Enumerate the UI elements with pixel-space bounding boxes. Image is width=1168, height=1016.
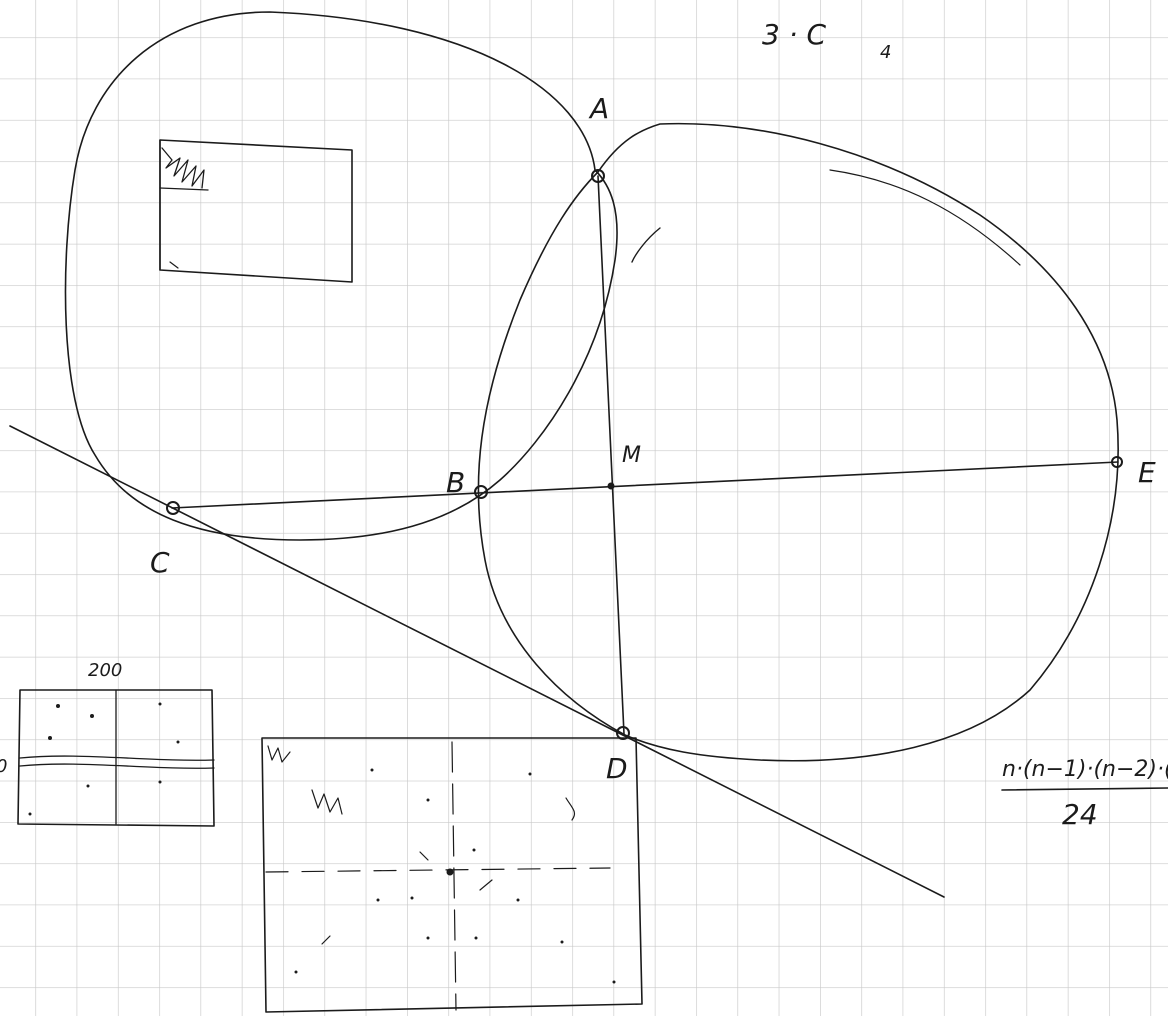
label-a: A <box>588 92 609 125</box>
label-b: B <box>446 466 465 499</box>
line-ce <box>171 461 1119 509</box>
formula: n·(n−1)·(n−2)·(n 24 <box>1001 757 1168 831</box>
line-ad <box>597 175 625 735</box>
header-text: 3 · C <box>762 18 827 51</box>
circle-left <box>64 11 618 541</box>
formula-numerator: n·(n−1)·(n−2)·(n <box>1002 757 1168 782</box>
header-subscript: 4 <box>880 42 891 63</box>
point-a <box>591 169 605 183</box>
small-box-height-label: 0 <box>0 756 7 777</box>
label-d: D <box>606 752 628 785</box>
stray-arc-2 <box>829 169 1021 266</box>
tangent-line <box>9 425 945 898</box>
circle-right <box>477 122 1119 762</box>
point-m <box>607 482 615 490</box>
point-b <box>474 485 488 499</box>
header-label: 3 · C 4 <box>762 18 891 63</box>
small-grid-box: 200 0 <box>0 660 215 827</box>
point-c <box>166 501 180 515</box>
small-box-width-label: 200 <box>88 660 122 681</box>
large-grid-box <box>261 737 643 1013</box>
label-m: M <box>622 443 641 468</box>
label-c: C <box>150 546 170 579</box>
point-d <box>616 726 630 740</box>
formula-denominator: 24 <box>1062 798 1098 831</box>
label-e: E <box>1138 456 1156 489</box>
inner-rectangle <box>159 139 353 283</box>
point-e <box>1111 456 1123 468</box>
stray-arc <box>631 227 661 263</box>
